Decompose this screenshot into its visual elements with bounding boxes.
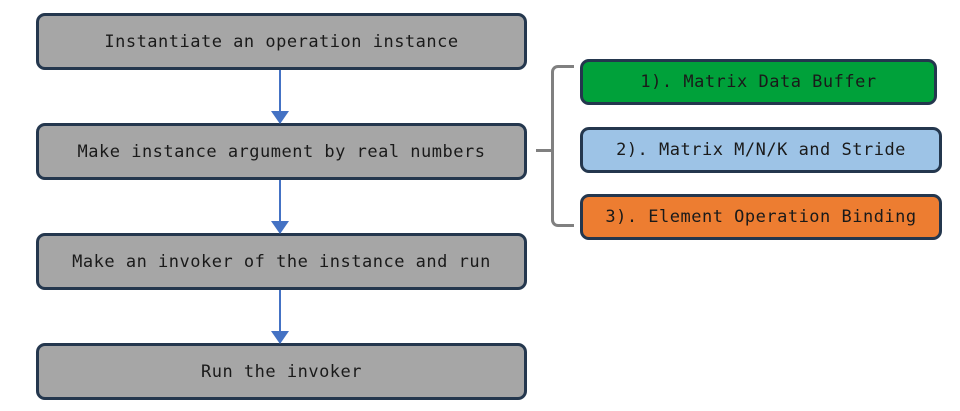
flow-arrow-down-2 — [279, 180, 281, 233]
legend-box-element-operation-binding[interactable]: 3). Element Operation Binding — [580, 194, 942, 240]
group-bracket-stub — [536, 149, 553, 152]
legend-box-matrix-mnk-stride[interactable]: 2). Matrix M/N/K and Stride — [580, 127, 942, 173]
flow-step-label-4: Run the invoker — [200, 361, 363, 382]
flow-step-box-1[interactable]: Instantiate an operation instance — [36, 13, 527, 70]
legend-label-1: 1). Matrix Data Buffer — [640, 72, 877, 92]
flow-step-box-2[interactable]: Make instance argument by real numbers — [36, 123, 527, 180]
flow-step-label-1: Instantiate an operation instance — [104, 31, 459, 52]
flow-arrow-down-1 — [279, 70, 281, 123]
flow-step-label-2: Make instance argument by real numbers — [77, 141, 486, 162]
flow-step-box-4[interactable]: Run the invoker — [36, 343, 527, 400]
flow-step-box-3[interactable]: Make an invoker of the instance and run — [36, 233, 527, 290]
legend-label-3: 3). Element Operation Binding — [605, 207, 917, 227]
flow-step-label-3: Make an invoker of the instance and run — [72, 251, 491, 272]
flow-arrow-down-3 — [279, 290, 281, 343]
legend-box-matrix-data-buffer[interactable]: 1). Matrix Data Buffer — [580, 59, 937, 105]
legend-label-2: 2). Matrix M/N/K and Stride — [616, 140, 906, 160]
group-bracket — [551, 65, 574, 227]
